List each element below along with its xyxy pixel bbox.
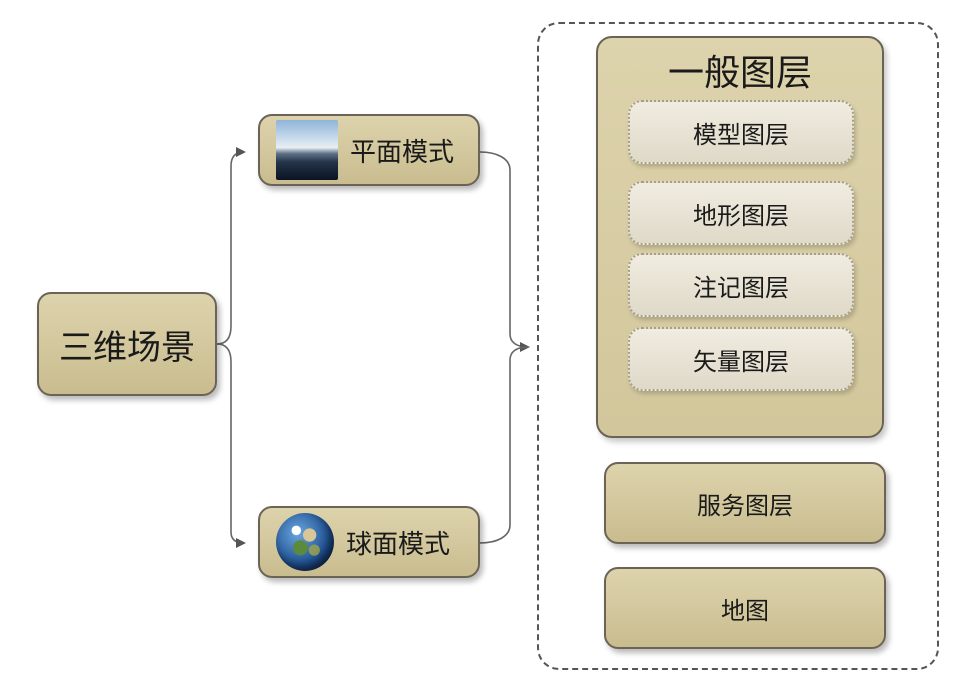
layer-vector-label: 矢量图层 <box>693 347 789 376</box>
layer-vector: 矢量图层 <box>628 327 854 391</box>
layer-terrain-label: 地形图层 <box>693 201 789 230</box>
mode-node-plane: 平面模式 <box>258 114 480 186</box>
root-node-label: 三维场景 <box>59 327 195 368</box>
map-label: 地图 <box>721 596 769 625</box>
mode-node-globe: 球面模式 <box>258 506 480 578</box>
mode-node-plane-label: 平面模式 <box>350 137 455 168</box>
layer-model-label: 模型图层 <box>693 120 789 149</box>
layer-model: 模型图层 <box>628 100 854 164</box>
connector-plane-to-layers <box>479 151 530 352</box>
layer-terrain: 地形图层 <box>628 181 854 245</box>
root-node-3d-scene: 三维场景 <box>37 292 217 396</box>
connector-globe-to-layers <box>479 346 529 544</box>
layer-annotation-label: 注记图层 <box>693 273 789 302</box>
service-layer-node: 服务图层 <box>604 462 886 544</box>
connector-root-to-globe <box>216 343 246 548</box>
general-layers-title: 一般图层 <box>667 53 812 94</box>
mode-node-globe-label: 球面模式 <box>346 529 451 560</box>
layer-annotation: 注记图层 <box>628 253 854 317</box>
globe-icon <box>276 513 334 571</box>
flat-sky-icon <box>276 120 338 180</box>
connector-root-to-plane <box>216 147 246 345</box>
map-node: 地图 <box>604 567 886 649</box>
layers-container <box>537 22 939 670</box>
service-layer-label: 服务图层 <box>697 491 793 520</box>
